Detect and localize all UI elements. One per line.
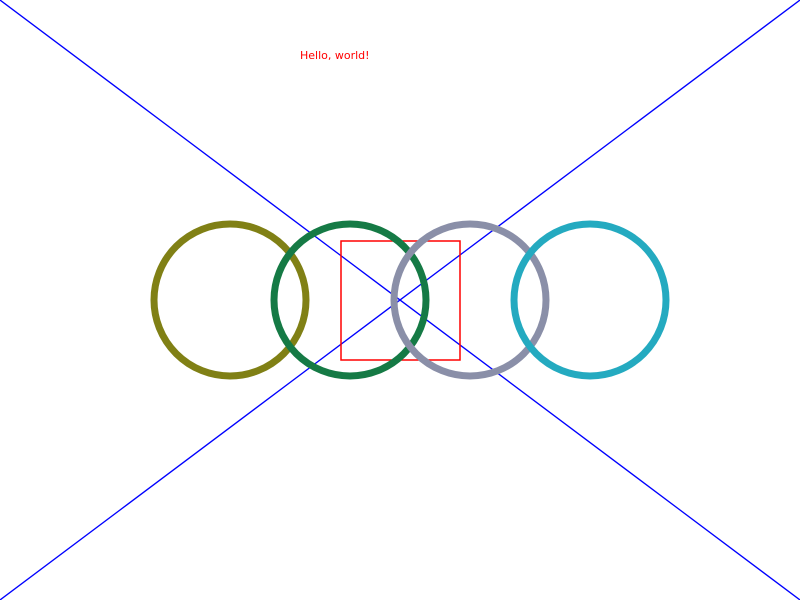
hello-world-text: Hello, world! (300, 49, 370, 62)
ring-olive (150, 220, 310, 380)
ring-green (270, 220, 430, 380)
ring-gray-blue (390, 220, 550, 380)
ring-cyan (510, 220, 670, 380)
